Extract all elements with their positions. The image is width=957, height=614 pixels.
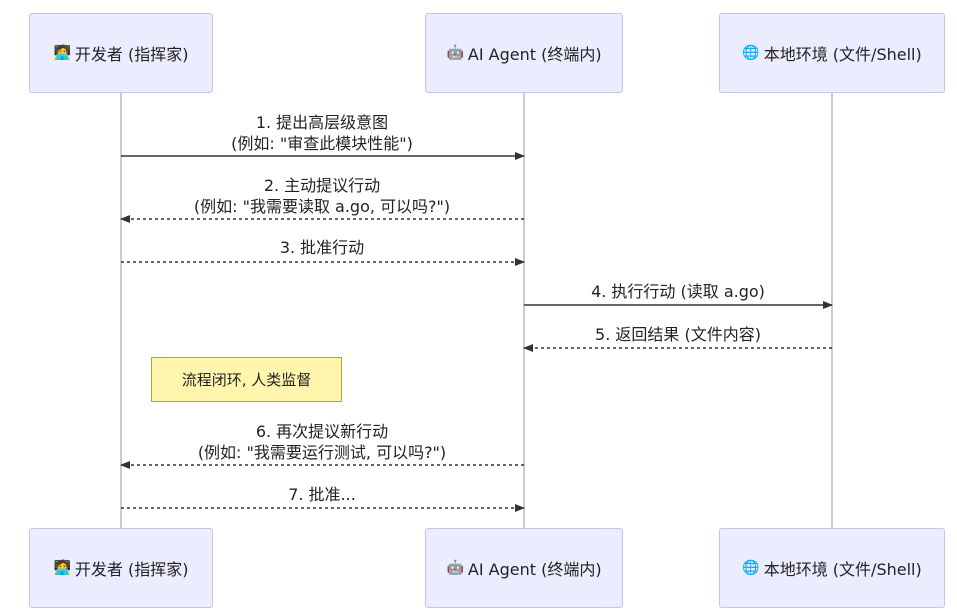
globe-icon: 🌐 [742,560,760,576]
actor-dev-top: 🧑‍💻 开发者 (指挥家) [29,13,213,93]
message-text: 2. 主动提议行动 [263,176,381,195]
message-text: 4. 执行行动 (读取 a.go) [591,282,765,301]
message-text: 1. 提出高层级意图 [255,113,389,132]
message-example: (例如: "我需要运行测试, 可以吗?") [197,443,447,462]
developer-icon: 🧑‍💻 [53,560,71,576]
message-example: (例如: "我需要读取 a.go, 可以吗?") [193,197,451,216]
developer-icon: 🧑‍💻 [53,45,71,61]
message-text: 6. 再次提议新行动 [255,422,389,441]
actor-dev-bottom: 🧑‍💻 开发者 (指挥家) [29,528,213,608]
note-box: 流程闭环, 人类监督 [151,357,342,402]
message-label-3: 3. 批准行动 [172,237,472,258]
note-text: 流程闭环, 人类监督 [181,371,312,389]
robot-icon: 🤖 [446,45,464,61]
message-example: (例如: "审查此模块性能") [231,134,413,153]
message-text: 5. 返回结果 (文件内容) [595,325,761,344]
message-label-5: 5. 返回结果 (文件内容) [528,324,828,345]
message-text: 3. 批准行动 [279,238,365,257]
message-label-1: 1. 提出高层级意图 (例如: "审查此模块性能") [172,112,472,154]
message-text: 7. 批准... [288,485,356,504]
message-label-2: 2. 主动提议行动 (例如: "我需要读取 a.go, 可以吗?") [142,175,502,217]
actor-env-top: 🌐 本地环境 (文件/Shell) [719,13,945,93]
actor-env-bottom: 🌐 本地环境 (文件/Shell) [719,528,945,608]
message-label-7: 7. 批准... [172,484,472,505]
actor-label: AI Agent (终端内) [467,560,602,579]
actor-label: 开发者 (指挥家) [74,45,189,64]
actor-label: AI Agent (终端内) [467,45,602,64]
message-label-4: 4. 执行行动 (读取 a.go) [528,281,828,302]
message-label-6: 6. 再次提议新行动 (例如: "我需要运行测试, 可以吗?") [142,421,502,463]
actor-agent-top: 🤖 AI Agent (终端内) [425,13,623,93]
globe-icon: 🌐 [742,45,760,61]
actor-agent-bottom: 🤖 AI Agent (终端内) [425,528,623,608]
robot-icon: 🤖 [446,560,464,576]
actor-label: 本地环境 (文件/Shell) [763,45,922,64]
actor-label: 开发者 (指挥家) [74,560,189,579]
actor-label: 本地环境 (文件/Shell) [763,560,922,579]
